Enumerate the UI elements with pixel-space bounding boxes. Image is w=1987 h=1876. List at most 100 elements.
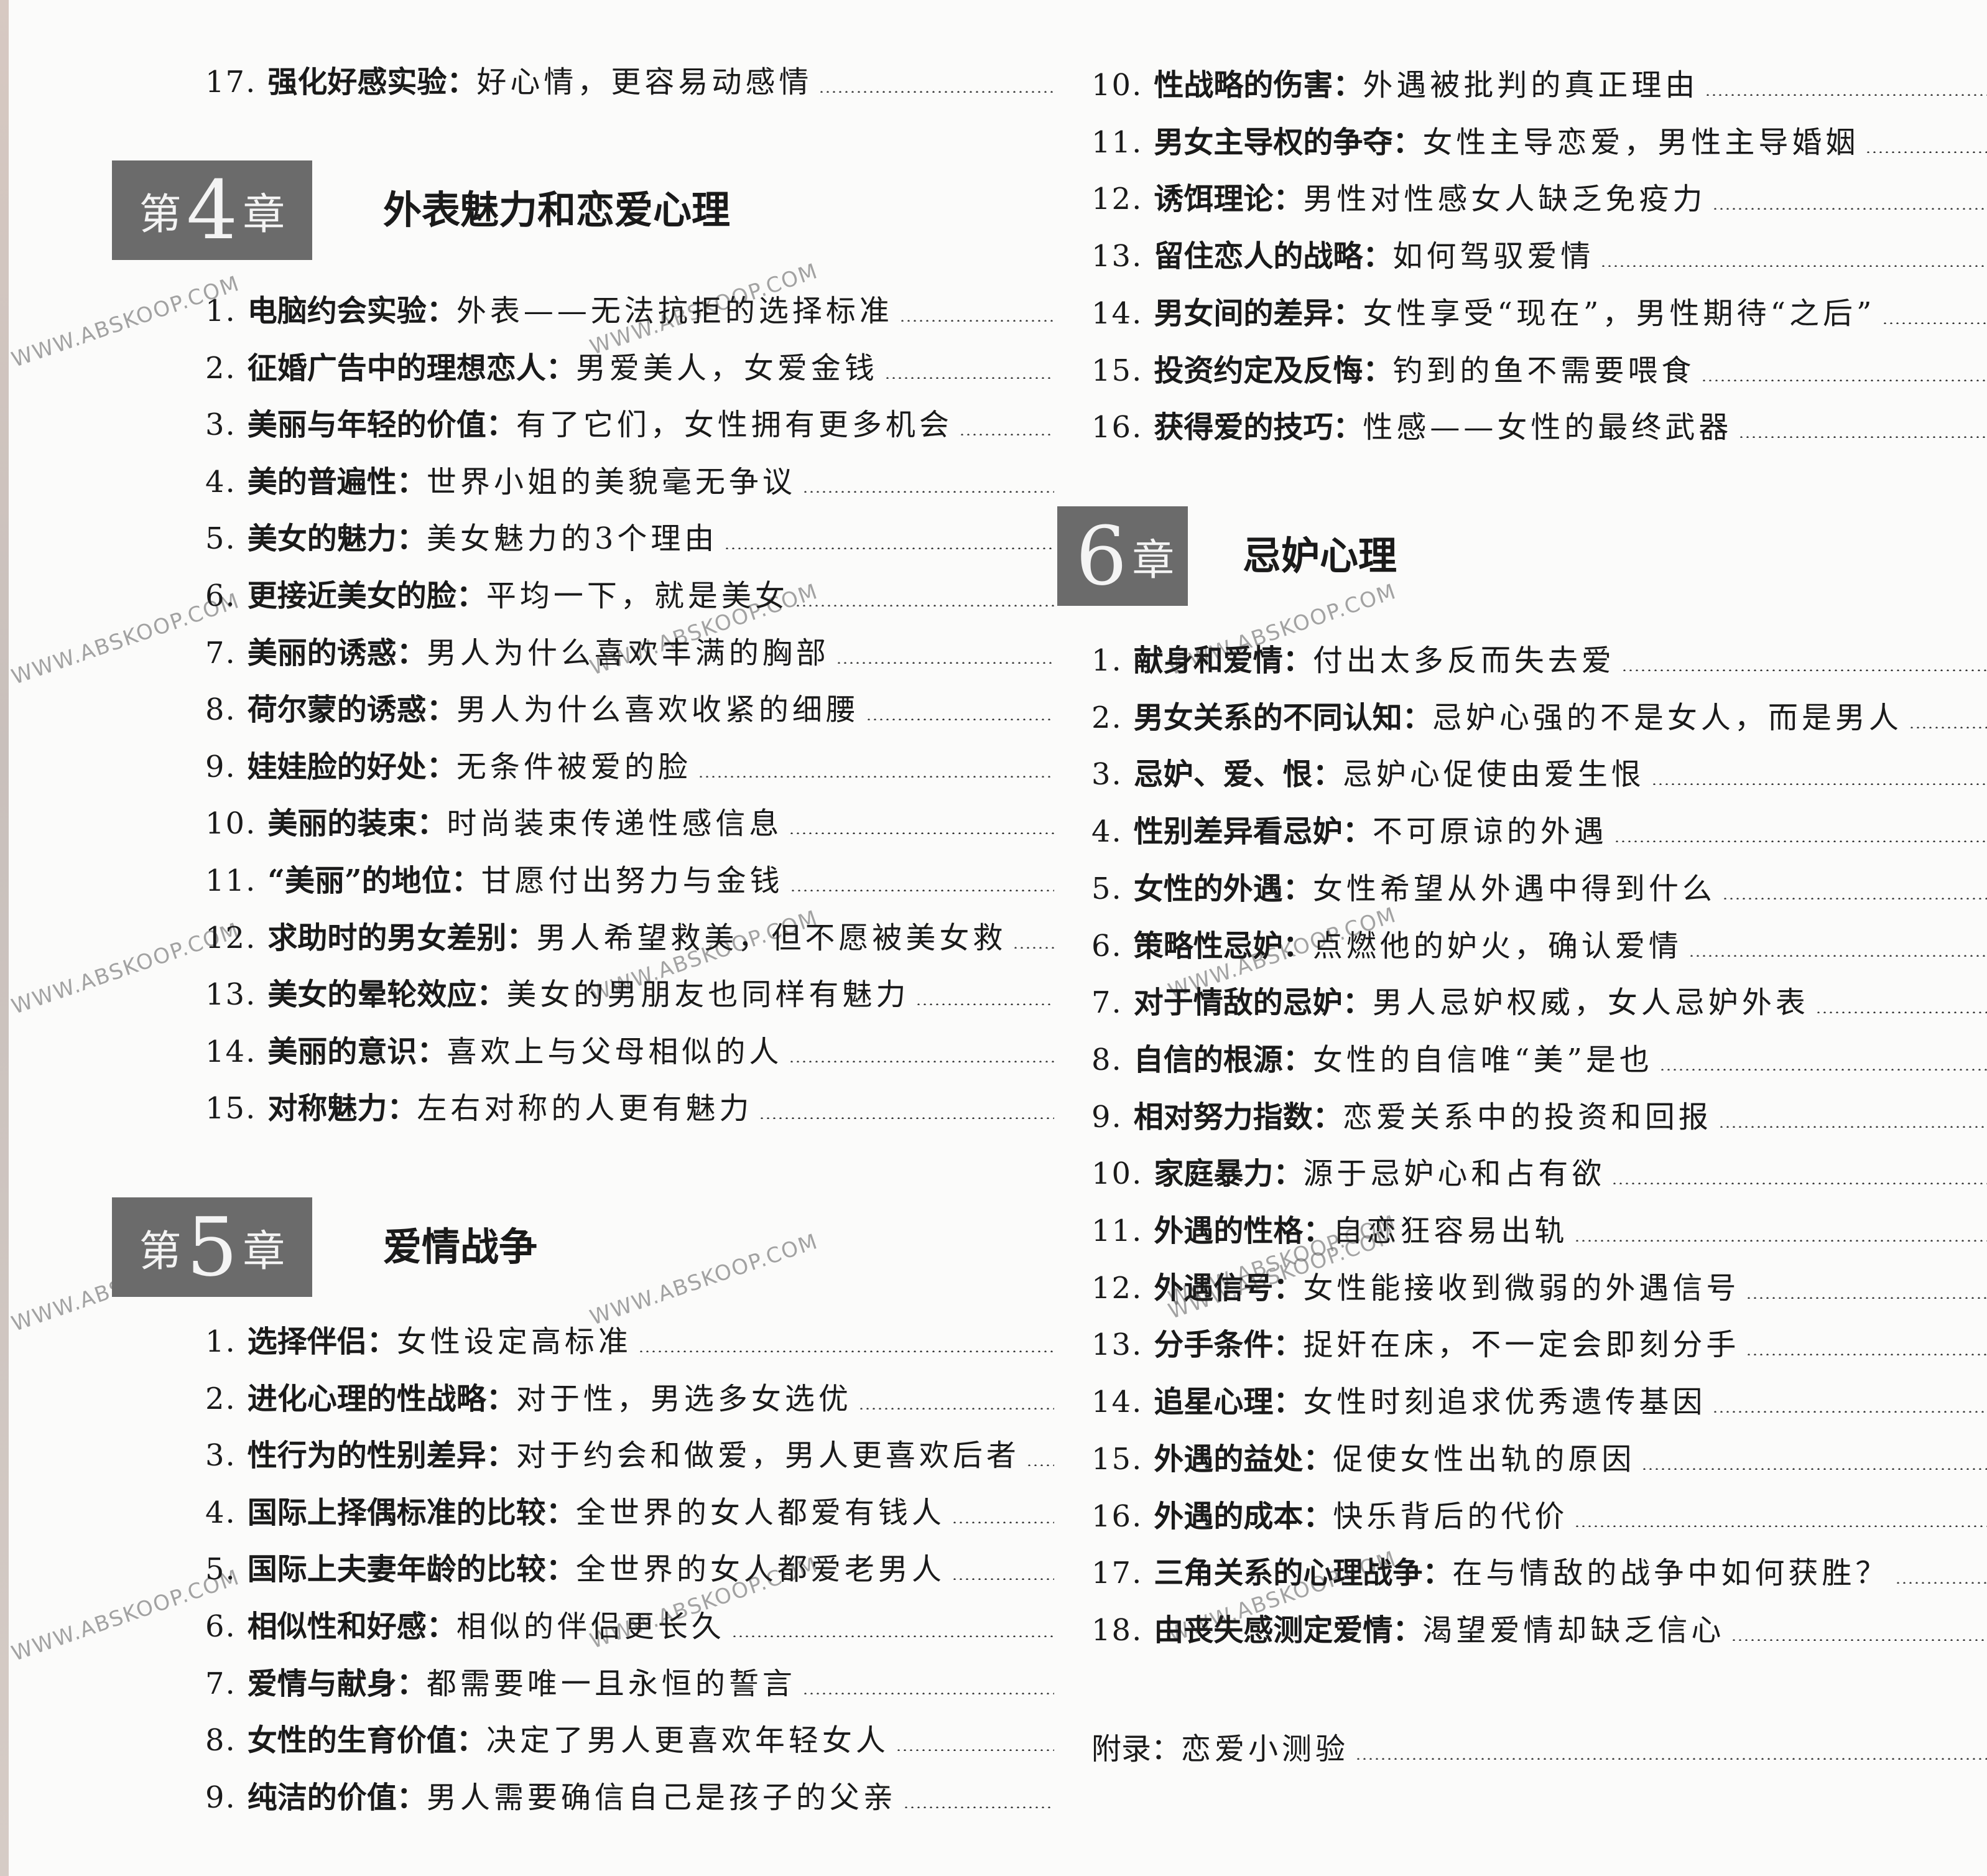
entry-subtitle: 全世界的女人都爱有钱人	[575, 1495, 945, 1530]
toc-entry[interactable]: 15.对称魅力：左右对称的人更有魅力	[205, 1085, 1054, 1131]
toc-entry[interactable]: 7.对于情敌的忌妒：男人忌妒权威，女人忌妒外表	[1091, 980, 1987, 1026]
entry-title: 自信的根源：	[1133, 1042, 1313, 1077]
entry-subtitle: 对于约会和做爱，男人更喜欢后者	[516, 1438, 1020, 1474]
toc-entry[interactable]: 17.强化好感实验：好心情，更容易动感情	[205, 59, 1054, 105]
appendix-entry[interactable]: 附录： 恋爱小测验	[1091, 1726, 1987, 1772]
entry-title: 相对努力指数：	[1133, 1099, 1343, 1135]
entry-title: 国际上择偶标准的比较：	[247, 1495, 576, 1530]
entry-title: 策略性忌妒：	[1133, 928, 1313, 964]
toc-entry[interactable]: 7.美丽的诱惑：男人为什么喜欢丰满的胸部	[205, 630, 1054, 676]
toc-entry[interactable]: 14.美丽的意识：喜欢上与父母相似的人	[205, 1029, 1054, 1075]
toc-entry[interactable]: 13.分手条件：捉奸在床，不一定会即刻分手	[1091, 1322, 1987, 1368]
toc-entry[interactable]: 5.女性的外遇：女性希望从外遇中得到什么	[1091, 866, 1987, 912]
toc-entry[interactable]: 4.国际上择偶标准的比较：全世界的女人都爱有钱人	[205, 1490, 1054, 1536]
toc-entry[interactable]: 17.三角关系的心理战争：在与情敌的战争中如何获胜？	[1091, 1550, 1987, 1596]
entry-number: 14.	[205, 1034, 257, 1069]
entry-title: 外遇的性格：	[1154, 1214, 1333, 1248]
dot-leader	[951, 1578, 1054, 1581]
toc-entry[interactable]: 14.追星心理：女性时刻追求优秀遗传基因	[1091, 1379, 1987, 1425]
toc-entry[interactable]: 13.美女的晕轮效应：美女的男朋友也同样有魅力	[205, 972, 1054, 1018]
entry-number: 7.	[205, 1666, 236, 1701]
dot-leader	[1705, 94, 1987, 96]
toc-entry[interactable]: 8.荷尔蒙的诱惑：男人为什么喜欢收紧的细腰	[205, 687, 1054, 733]
toc-entry[interactable]: 8.自信的根源：女性的自信唯“美”是也	[1091, 1037, 1987, 1083]
toc-entry[interactable]: 12.外遇信号：女性能接收到微弱的外遇信号	[1091, 1265, 1987, 1311]
page-edge	[0, 0, 9, 1876]
toc-entry[interactable]: 2.进化心理的性战略：对于性，男选多女选优	[205, 1376, 1054, 1422]
toc-entry[interactable]: 10.家庭暴力：源于忌妒心和占有欲	[1091, 1151, 1987, 1197]
entry-number: 9.	[1091, 1099, 1123, 1135]
entry-subtitle: 都需要唯一且永恒的誓言	[426, 1666, 796, 1701]
toc-entry[interactable]: 5.美女的魅力：美女魅力的3个理由	[205, 516, 1054, 562]
entry-number: 17.	[205, 65, 257, 100]
toc-entry[interactable]: 4.美的普遍性：世界小姐的美貌毫无争议	[205, 459, 1054, 505]
entry-title: 美丽的诱惑：	[247, 635, 427, 671]
toc-entry[interactable]: 15.投资约定及反悔：钓到的鱼不需要喂食	[1091, 348, 1987, 394]
toc-entry[interactable]: 3.美丽与年轻的价值：有了它们，女性拥有更多机会	[205, 402, 1054, 448]
toc-entry[interactable]: 12.求助时的男女差别：男人希望救美，但不愿被美女救	[205, 915, 1054, 961]
toc-entry[interactable]: 8.女性的生育价值：决定了男人更喜欢年轻女人	[205, 1717, 1054, 1763]
entry-subtitle: 有了它们，女性拥有更多机会	[516, 407, 953, 443]
entry-title: 美的普遍性：	[247, 464, 427, 499]
dot-leader	[1651, 783, 1987, 786]
toc-entry[interactable]: 5.国际上夫妻年龄的比较：全世界的女人都爱老男人	[205, 1546, 1054, 1592]
toc-entry[interactable]: 18.由丧失感测定爱情：渴望爱情却缺乏信心	[1091, 1607, 1987, 1653]
dot-leader	[1731, 1638, 1987, 1641]
toc-entry[interactable]: 15.外遇的益处：促使女性出轨的原因	[1091, 1436, 1987, 1482]
toc-entry[interactable]: 2.男女关系的不同认知：忌妒心强的不是女人，而是男人	[1091, 695, 1987, 741]
dot-leader	[789, 1060, 1054, 1062]
entry-number: 12.	[1091, 1270, 1143, 1306]
entry-number: 6.	[205, 1609, 236, 1644]
dot-leader	[1012, 946, 1054, 949]
entry-subtitle: 自恋狂容易出轨	[1333, 1214, 1568, 1248]
entry-number: 13.	[205, 977, 257, 1013]
toc-entry[interactable]: 11.“美丽”的地位：甘愿付出努力与金钱	[205, 858, 1054, 904]
entry-subtitle: 如何驾驭爱情	[1392, 239, 1595, 274]
dot-leader	[724, 547, 1054, 550]
entry-title: 分手条件：	[1154, 1327, 1304, 1363]
toc-entry[interactable]: 6.相似性和好感：相似的伴侣更长久	[205, 1604, 1054, 1650]
entry-title: 女性的生育价值：	[247, 1723, 486, 1758]
chapter-number: 5	[186, 1200, 238, 1294]
toc-entry[interactable]: 11.外遇的性格：自恋狂容易出轨	[1091, 1208, 1987, 1254]
toc-entry[interactable]: 4.性别差异看忌妒：不可原谅的外遇	[1091, 809, 1987, 855]
entry-number: 16.	[1091, 410, 1143, 445]
entry-subtitle: 美女的男朋友也同样有魅力	[506, 977, 910, 1013]
toc-entry[interactable]: 16.获得爱的技巧：性感——女性的最终武器	[1091, 404, 1987, 450]
toc-entry[interactable]: 3.忌妒、爱、恨：忌妒心促使由爱生恨	[1091, 751, 1987, 797]
toc-entry[interactable]: 16.外遇的成本：快乐背后的代价	[1091, 1493, 1987, 1539]
entry-subtitle: 在与情敌的战争中如何获胜？	[1452, 1556, 1889, 1591]
toc-entry[interactable]: 9.娃娃脸的好处：无条件被爱的脸	[205, 744, 1054, 790]
entry-title: 相似性和好感：	[247, 1609, 456, 1644]
toc-entry[interactable]: 13.留住恋人的战略：如何驾驭爱情	[1091, 233, 1987, 279]
dot-leader	[1908, 726, 1987, 728]
toc-entry[interactable]: 11.男女主导权的争夺：女性主导恋爱，男性主导婚姻	[1091, 119, 1987, 165]
toc-entry[interactable]: 7.爱情与献身：都需要唯一且永恒的誓言	[205, 1661, 1054, 1707]
entry-subtitle: 决定了男人更喜欢年轻女人	[486, 1723, 889, 1758]
toc-entry[interactable]: 14.男女间的差异：女性享受“现在”，男性期待“之后”	[1091, 290, 1987, 337]
toc-entry[interactable]: 3.性行为的性别差异：对于约会和做爱，男人更喜欢后者	[205, 1433, 1054, 1479]
entry-number: 1.	[205, 1324, 236, 1359]
entry-subtitle: 不可原谅的外遇	[1372, 814, 1608, 850]
toc-entry[interactable]: 6.策略性忌妒：点燃他的妒火，确认爱情	[1091, 923, 1987, 969]
entry-subtitle: 钓到的鱼不需要喂食	[1392, 353, 1695, 388]
entry-title: 纯洁的价值：	[247, 1780, 427, 1815]
toc-entry[interactable]: 9.纯洁的价值：男人需要确信自己是孩子的父亲	[205, 1775, 1054, 1821]
entry-number: 10.	[1091, 1156, 1143, 1192]
entry-title: 诱饵理论：	[1154, 182, 1304, 217]
entry-subtitle: 促使女性出轨的原因	[1333, 1441, 1636, 1477]
entry-number: 12.	[1091, 182, 1143, 217]
dot-leader	[802, 490, 1054, 493]
toc-entry[interactable]: 9.相对努力指数：恋爱关系中的投资和回报	[1091, 1094, 1987, 1140]
toc-entry[interactable]: 12.诱饵理论：男性对性感女人缺乏免疫力	[1091, 176, 1987, 222]
toc-entry[interactable]: 6.更接近美女的脸：平均一下，就是美女	[205, 573, 1054, 619]
entry-number: 4.	[205, 464, 236, 499]
toc-entry[interactable]: 1.选择伴侣：女性设定高标准	[205, 1319, 1054, 1365]
entry-subtitle: 女性时刻追求优秀遗传基因	[1303, 1385, 1707, 1420]
toc-entry[interactable]: 10.美丽的装束：时尚装束传递性感信息	[205, 801, 1054, 847]
toc-entry[interactable]: 2.征婚广告中的理想恋人：男爱美人，女爱金钱	[205, 345, 1054, 391]
toc-entry[interactable]: 1.献身和爱情：付出太多反而失去爱	[1091, 638, 1987, 684]
entry-subtitle: 女性希望从外遇中得到什么	[1312, 871, 1716, 906]
toc-entry[interactable]: 10.性战略的伤害：外遇被批判的真正理由	[1091, 62, 1987, 108]
toc-entry[interactable]: 1.电脑约会实验：外表——无法抗拒的选择标准	[205, 288, 1054, 334]
